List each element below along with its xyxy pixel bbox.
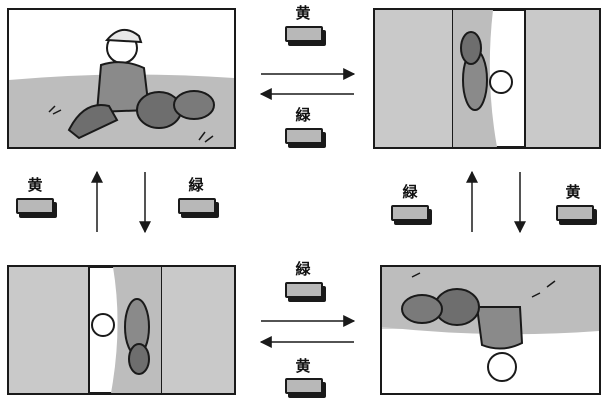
label-bottom-left: 黄 [283,355,323,376]
label-bottom-right: 緑 [283,258,323,279]
button-yellow-right[interactable] [556,205,594,221]
button-green-top[interactable] [285,128,323,144]
button-yellow-top[interactable] [285,26,323,42]
button-green-right[interactable] [391,205,429,221]
label-top-left: 緑 [283,104,323,125]
label-left-down: 緑 [176,174,216,195]
button-yellow-left[interactable] [16,198,54,214]
label-left-up: 黄 [15,174,55,195]
label-top-right: 黄 [283,2,323,23]
label-right-up: 緑 [390,181,430,202]
button-green-bottom[interactable] [285,282,323,298]
label-right-down: 黄 [553,181,593,202]
button-green-left[interactable] [178,198,216,214]
button-yellow-bottom[interactable] [285,378,323,394]
